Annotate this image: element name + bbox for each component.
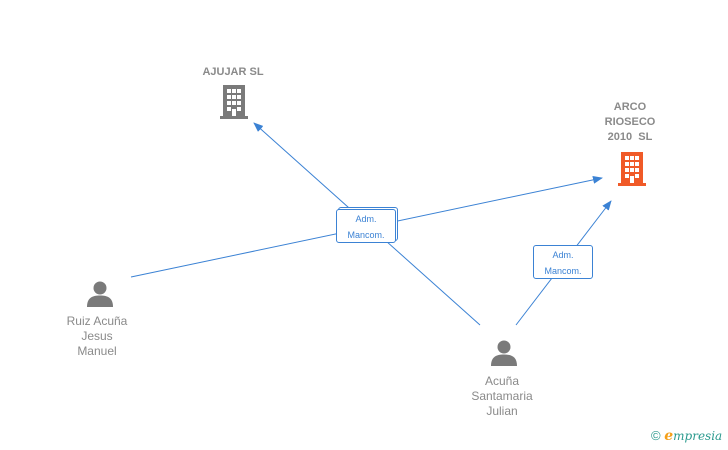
company-arco-label[interactable]: ARCO RIOSECO 2010 SL — [580, 100, 680, 145]
person-acuna-label-line-1: Acuña — [484, 374, 520, 388]
person-acuna-label-line-2: Santamaria — [471, 389, 533, 403]
brand-rest: mpresia — [673, 429, 723, 443]
brand-name: empresia — [664, 428, 723, 444]
person-icon[interactable] — [490, 339, 518, 367]
edge-label-adm-mancom-right[interactable]: Adm. Mancom. — [533, 245, 593, 279]
company-arco-label-line-2: RIOSECO — [604, 116, 656, 128]
company-arco-label-line-1: ARCO — [613, 101, 647, 113]
person-ruiz-label-line-2: Jesus — [81, 329, 113, 343]
person-ruiz-label-line-1: Ruiz Acuña — [66, 314, 128, 328]
person-acuna-label-line-3: Julian — [486, 404, 518, 418]
company-ajujar-label[interactable]: AJUJAR SL — [202, 66, 264, 78]
person-acuna-label[interactable]: Acuña Santamaria Julian — [452, 374, 552, 419]
building-icon[interactable] — [220, 84, 248, 120]
edge-label-line-1: Adm. — [552, 250, 574, 260]
person-ruiz-label[interactable]: Ruiz Acuña Jesus Manuel — [47, 314, 147, 359]
company-arco-label-line-3: 2010 SL — [607, 131, 653, 143]
edge-label-line-2: Mancom. — [544, 266, 582, 276]
person-ruiz-label-line-3: Manuel — [77, 344, 117, 358]
brand-initial: e — [664, 428, 674, 444]
empresia-watermark: © empresia — [651, 428, 722, 444]
edge-label-adm-mancom-center[interactable]: Adm. Mancom. — [336, 209, 396, 243]
copyright-symbol: © — [651, 428, 661, 443]
building-icon-highlighted[interactable] — [617, 151, 647, 187]
person-icon[interactable] — [86, 280, 114, 308]
edge-label-line-2: Mancom. — [347, 230, 385, 240]
edge-label-line-1: Adm. — [355, 214, 377, 224]
